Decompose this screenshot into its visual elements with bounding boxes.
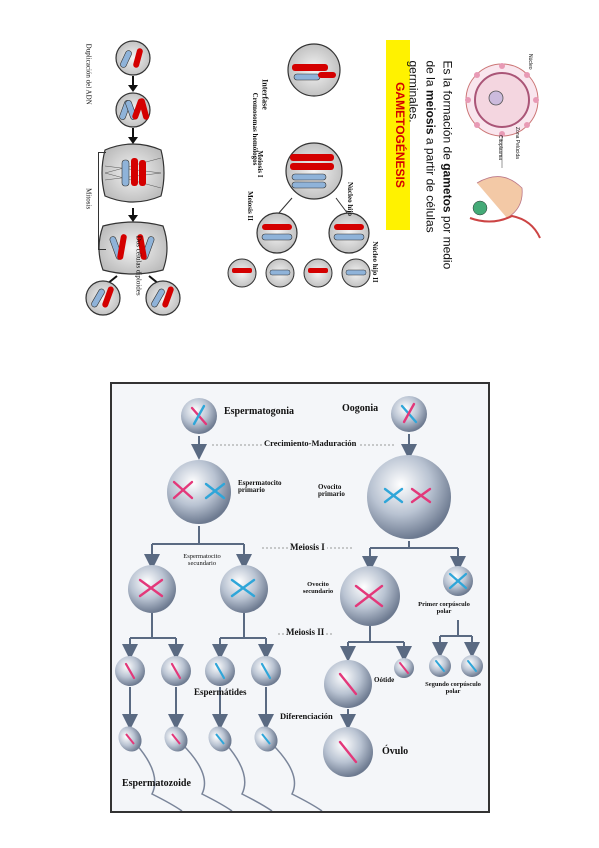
- text-gametos: gametos: [440, 163, 455, 213]
- label-growth: Crecimiento-Maduración: [262, 438, 359, 448]
- label-spermatozoid: Espermatozoide: [122, 778, 191, 789]
- mitosis-diagram: [85, 40, 181, 316]
- mitosis-cell-4: [98, 221, 168, 275]
- meiosis2-small-label: Meiosis II: [246, 191, 254, 221]
- label-spermatogonia: Espermatogonia: [224, 406, 294, 417]
- primary-spermatocyte-cell: [167, 460, 231, 524]
- mitosis-label: Mitosis: [84, 188, 93, 210]
- oocyte-illustration: [465, 63, 541, 239]
- gametogenesis-text: Es la formación de gametos por medio de …: [400, 61, 456, 276]
- label-meiosis2: Meiosis II: [284, 627, 327, 637]
- label-second-polar: Segundo corpúsculo polar: [425, 681, 481, 695]
- text-meiosis: meiosis: [423, 89, 438, 135]
- label-secondary-spermatocyte: Espermatocito secundario: [183, 553, 221, 567]
- mitosis-daughter-2: [145, 280, 181, 316]
- meiosis1-small-label: Meiosis I: [256, 150, 264, 178]
- gametogenesis-panel: Espermatogonia Oogonia Crecimiento-Madur…: [110, 382, 490, 813]
- oocyte-label-citoplasma: Citoplasma: [497, 135, 503, 161]
- diploid-label: Dos células diploides: [134, 235, 143, 296]
- spermatozoa: [135, 743, 323, 811]
- mitosis-bracket: [98, 152, 106, 250]
- nucleo-hijo-label: Núcleo hijo: [346, 181, 354, 217]
- oocyte-label-zona: Zona Pelúcida: [514, 127, 520, 159]
- label-ovum: Óvulo: [382, 746, 409, 757]
- primary-oocyte-cell: [367, 455, 451, 539]
- meiosis-1-cell: [285, 142, 343, 200]
- label-primary-oocyte: Ovocito primario: [318, 483, 345, 499]
- interfase-label: Interfase: [260, 79, 270, 110]
- label-secondary-oocyte: Ovocito secundario: [302, 581, 334, 595]
- label-primary-spermatocyte: Espermatocito primario: [238, 479, 282, 495]
- dup-label: Duplicación del ADN: [84, 43, 93, 105]
- label-ootid: Oótide: [374, 676, 395, 684]
- mitosis-cell-1: [115, 40, 151, 76]
- text-part-1: Es la formación de: [440, 60, 455, 164]
- mitosis-daughter-1: [85, 280, 121, 316]
- nucleo-hijo-ii-label: Núcleo hijo II: [371, 241, 379, 283]
- label-differentiation: Diferenciación: [278, 711, 335, 721]
- meiosis-diagram: [227, 43, 371, 288]
- label-first-polar: Primer corpúsculo polar: [418, 601, 470, 615]
- panel-diagram: [115, 396, 483, 811]
- oocyte-label-nucleo: Núcleo: [527, 54, 533, 70]
- gametogenesis-banner: [386, 40, 410, 230]
- label-oogonia: Oogonia: [342, 403, 379, 414]
- label-spermatids: Espermátides: [194, 687, 247, 697]
- label-meiosis1: Meiosis I: [288, 542, 327, 552]
